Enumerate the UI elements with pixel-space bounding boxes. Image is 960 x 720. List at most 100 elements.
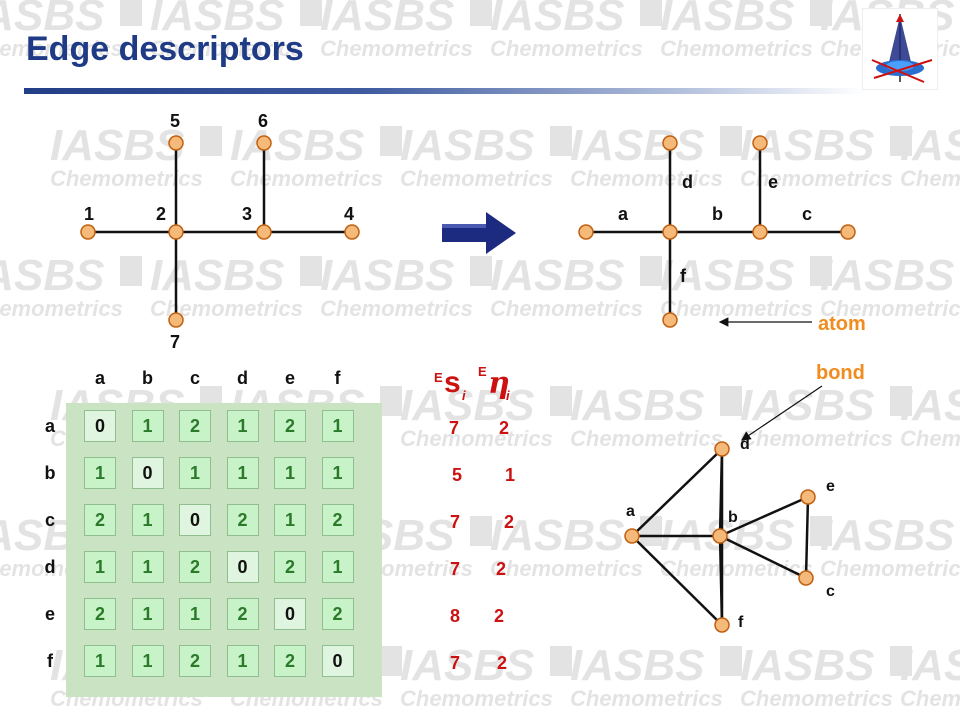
watermark-text: IASBS [490,511,624,560]
watermark-text: Chemometrics [490,296,643,321]
descriptor-2-superscript: E [478,364,487,379]
matrix-column-header-e: e [284,368,295,388]
watermark-text: IASBS [740,641,874,690]
watermark-text: IASBS [900,121,960,170]
watermark-flag-icon [890,386,912,416]
watermark-text: Chemometrics [400,166,553,191]
line-graph-label-e: e [826,478,835,495]
matrix-cell: 1 [84,457,116,489]
atom-node [578,224,594,240]
line-graph-node [624,528,640,544]
watermark-flag-icon [810,256,832,286]
watermark-text: IASBS [400,641,534,690]
watermark-text: IASBS [570,381,704,430]
descriptor-s-value: 7 [449,653,460,673]
watermark-flag-icon [120,0,142,26]
matrix-column-header-b: b [142,368,153,388]
watermark-text: Chemometrics [900,166,960,191]
watermark-text: IASBS [320,0,454,40]
matrix-cell: 2 [274,551,306,583]
matrix-cell: 2 [226,504,259,536]
watermark-text: IASBS [230,121,364,170]
watermark-text: Chemometrics [740,686,893,711]
descriptor-2-symbol: η [488,366,510,401]
matrix-cell: 1 [131,410,164,442]
atom-label-7: 7 [170,332,180,352]
watermark-text: Chemometrics [740,426,893,451]
matrix-cell: 2 [179,645,211,677]
descriptor-header: E s i E η i [432,362,512,408]
matrix-cell: 2 [84,598,116,630]
descriptor-eta-value: 2 [496,653,507,673]
watermark-flag-icon [380,646,402,676]
watermark-text: IASBS [570,641,704,690]
watermark-flag-icon [810,516,832,546]
watermark-text: IASBS [0,251,104,300]
watermark-flag-icon [470,0,492,26]
descriptor-1-subscript: i [462,388,466,403]
watermark-text: Chemometrics [320,296,473,321]
watermark-text: Chemometrics [820,296,960,321]
atom-label: atom [818,313,866,335]
edge-label-c: c [802,204,812,224]
matrix-cell: 1 [84,551,116,583]
atom-node [256,135,272,151]
line-graph-edge [631,535,723,626]
watermark-flag-icon [380,386,402,416]
matrix-cell: 1 [179,598,211,630]
watermark-text: IASBS [900,381,960,430]
descriptor-1-symbol: s [444,366,461,399]
watermark-text: Chemometrics [570,166,723,191]
atom-label-3: 3 [242,204,252,224]
watermark-flag-icon [550,646,572,676]
watermark-flag-icon [720,646,742,676]
watermark-text: Chemometrics [50,166,203,191]
matrix-row-header-f: f [47,651,53,671]
watermark-text: Chemometrics [660,296,813,321]
watermark-text: Chemometrics [400,426,553,451]
descriptor-s-value: 8 [449,606,460,626]
watermark-text: IASBS [660,0,794,40]
matrix-cell: 1 [321,410,354,442]
descriptor-s-value: 5 [451,465,462,485]
watermark-text: IASBS [570,121,704,170]
matrix-row-header-d: d [44,557,56,577]
matrix-cell: 1 [321,551,354,583]
line-graph-edge [719,534,807,580]
matrix-cell: 1 [131,645,164,677]
matrix-cell: 2 [179,410,211,442]
atom-node [662,312,678,328]
matrix-cell: 1 [226,457,259,489]
line-graph-node [714,441,730,457]
atom-label-2: 2 [156,204,166,224]
watermark-text: IASBS [490,251,624,300]
atom-node [256,224,272,240]
watermark-text: Chemometrics [900,686,960,711]
matrix-cell: 2 [226,598,259,630]
descriptor-eta-value: 1 [504,465,515,485]
slide-title: Edge descriptors [26,30,304,68]
atom-node [168,135,184,151]
watermark-flag-icon [550,386,572,416]
watermark-flag-icon [470,516,492,546]
watermark-text: Chemometrics [320,36,473,61]
edge-label-d: d [682,172,693,192]
edge-label-a: a [618,204,629,224]
atom-label-4: 4 [344,204,354,224]
watermark-flag-icon [890,646,912,676]
watermark-text: IASBS [50,121,184,170]
matrix-cell: 1 [131,504,164,536]
descriptor-eta-value: 2 [495,559,506,579]
watermark-text: IASBS [400,121,534,170]
matrix-cell: 2 [179,551,211,583]
edge-label-f: f [680,266,687,286]
atom-node [752,224,768,240]
matrix-cell: 1 [179,457,211,489]
watermark-text: Chemometrics [0,36,123,61]
matrix-row-header-b: b [44,463,56,483]
watermark-text: Chemometrics [570,686,723,711]
watermark-text: IASBS [400,381,534,430]
matrix-cell: 2 [321,504,354,536]
matrix-row-header-c: c [44,510,55,530]
atom-node [662,224,678,240]
